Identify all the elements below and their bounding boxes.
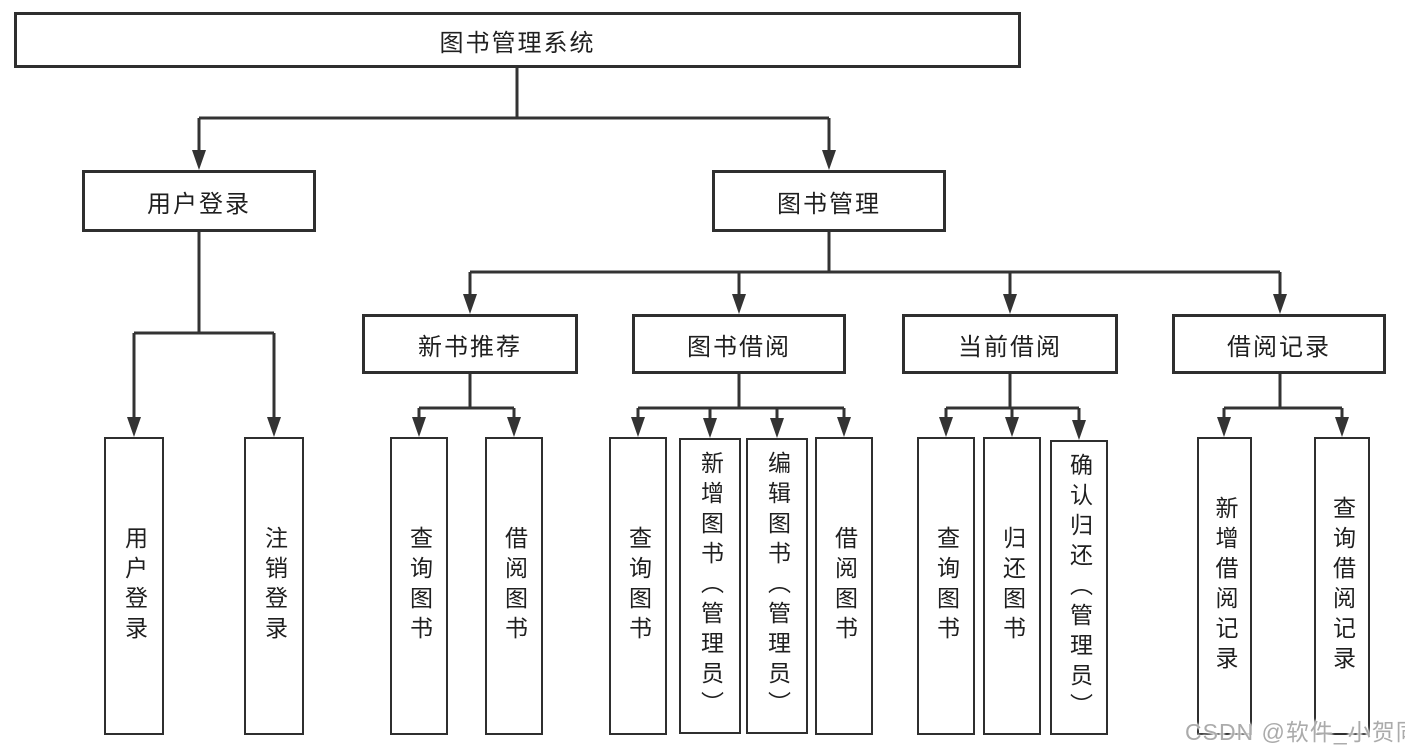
node-user-login: 用户登录: [82, 170, 316, 232]
leaf-return-books: 归还图书: [983, 437, 1041, 735]
node-label: 图书管理: [777, 190, 881, 218]
node-label: 新书推荐: [418, 333, 522, 361]
connector-borrow-record-to-leaves: [1222, 374, 1344, 420]
node-label: 新增借阅记录: [1212, 496, 1238, 676]
node-label: 查询借阅记录: [1329, 496, 1356, 676]
node-label: 图书借阅: [687, 333, 791, 361]
node-label: 确认归还（管理员）: [1066, 452, 1093, 723]
leaf-edit-book-admin: 编辑图书（管理员）: [746, 438, 808, 734]
node-label: 借阅记录: [1227, 333, 1331, 361]
arrowheads: [127, 150, 1349, 440]
node-label: 查询图书: [933, 526, 960, 646]
leaf-query-books-1: 查询图书: [390, 437, 448, 735]
leaf-confirm-return-admin: 确认归还（管理员）: [1050, 440, 1108, 735]
node-label: 编辑图书（管理员）: [764, 451, 791, 721]
leaf-query-books-2: 查询图书: [609, 437, 667, 735]
node-current-borrowing: 当前借阅: [902, 314, 1118, 374]
leaf-borrow-books-1: 借阅图书: [485, 437, 543, 735]
connector-current-borrow-to-leaves: [944, 374, 1081, 423]
node-label: 归还图书: [999, 526, 1026, 646]
leaf-query-borrow-record: 查询借阅记录: [1314, 437, 1370, 735]
connector-user-login-to-leaves: [132, 232, 276, 420]
leaf-add-book-admin: 新增图书（管理员）: [679, 438, 741, 734]
node-label: 查询图书: [625, 526, 652, 646]
leaf-logout: 注销登录: [244, 437, 304, 735]
connector-new-book-rec-to-leaves: [417, 374, 516, 420]
node-borrowing-records: 借阅记录: [1172, 314, 1386, 374]
node-label: 新增图书（管理员）: [697, 451, 724, 721]
leaf-query-books-3: 查询图书: [917, 437, 975, 735]
node-book-borrowing: 图书借阅: [632, 314, 846, 374]
node-root-system: 图书管理系统: [14, 12, 1021, 68]
node-label: 借阅图书: [831, 526, 858, 646]
node-label: 用户登录: [147, 190, 251, 218]
node-book-management: 图书管理: [712, 170, 946, 232]
connector-book-borrow-to-leaves: [636, 374, 846, 421]
node-new-book-recommend: 新书推荐: [362, 314, 578, 374]
node-label: 用户登录: [121, 526, 148, 646]
node-label: 查询图书: [406, 526, 433, 646]
node-label: 注销登录: [261, 526, 288, 646]
leaf-add-borrow-record: 新增借阅记录: [1197, 437, 1252, 735]
node-label: 当前借阅: [958, 333, 1062, 361]
leaf-borrow-books-2: 借阅图书: [815, 437, 873, 735]
connector-book-mgmt-to-level3: [468, 232, 1282, 297]
node-label: 图书管理系统: [439, 29, 596, 57]
connector-root-to-level2: [197, 68, 831, 153]
node-label: 借阅图书: [501, 526, 528, 646]
leaf-user-login: 用户登录: [104, 437, 164, 735]
